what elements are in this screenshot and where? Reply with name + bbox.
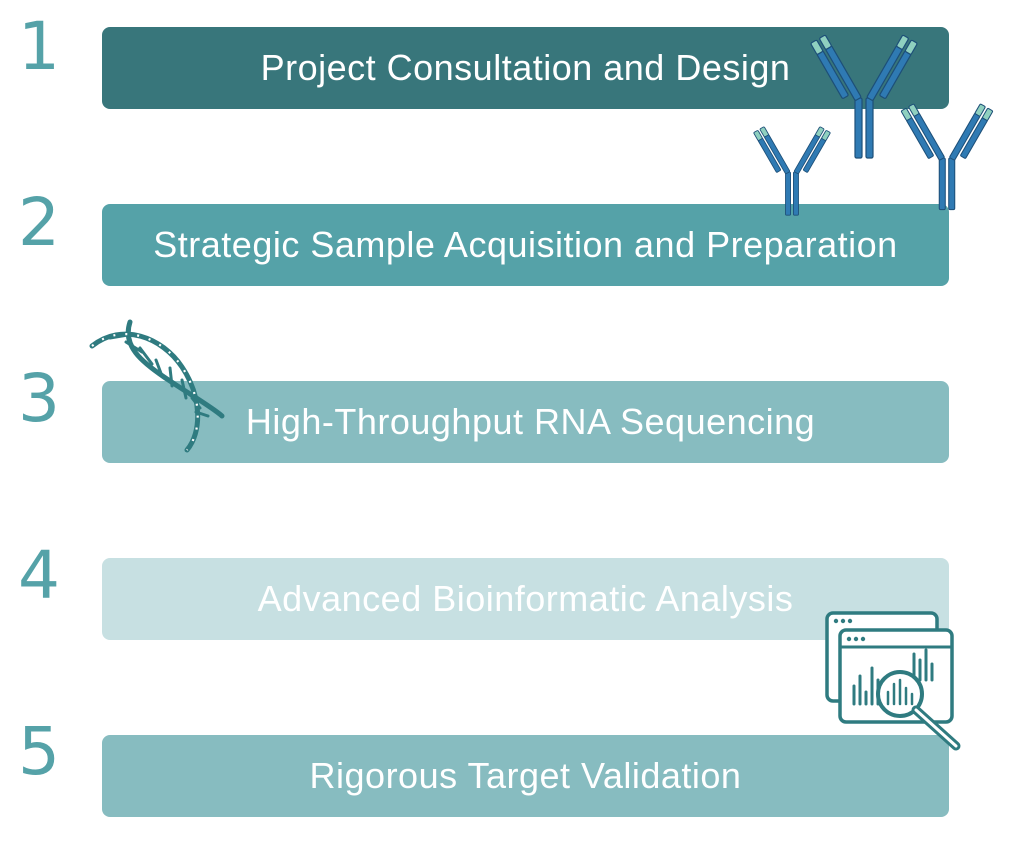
step-label-4: Advanced Bioinformatic Analysis bbox=[257, 578, 794, 619]
step-bar-5: Rigorous Target Validation bbox=[102, 735, 949, 817]
dna-helix-icon bbox=[89, 319, 225, 453]
step-bar-3: High-Throughput RNA Sequencing bbox=[102, 381, 949, 463]
step-bar-4: Advanced Bioinformatic Analysis bbox=[102, 558, 949, 640]
step-label-1: Project Consultation and Design bbox=[260, 47, 791, 88]
step-bar-2: Strategic Sample Acquisition and Prepara… bbox=[102, 204, 949, 286]
step-number-1: 1 bbox=[18, 8, 60, 85]
step-number-2: 2 bbox=[18, 184, 60, 261]
step-number-4: 4 bbox=[18, 537, 60, 614]
antibody-icon bbox=[753, 34, 994, 216]
step-number-5: 5 bbox=[18, 713, 60, 790]
step-bar-1: Project Consultation and Design bbox=[102, 27, 949, 109]
data-analysis-icon bbox=[825, 611, 961, 751]
step-number-3: 3 bbox=[18, 360, 60, 437]
step-label-2: Strategic Sample Acquisition and Prepara… bbox=[153, 224, 898, 265]
step-label-5: Rigorous Target Validation bbox=[309, 755, 742, 796]
step-label-3: High-Throughput RNA Sequencing bbox=[245, 401, 816, 442]
